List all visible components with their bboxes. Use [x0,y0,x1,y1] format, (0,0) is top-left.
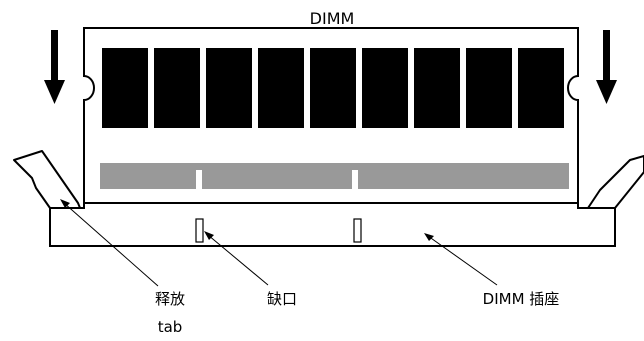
memory-chip [258,48,304,128]
right-release-tab[interactable] [587,155,644,209]
memory-chip [518,48,564,128]
memory-chip [362,48,408,128]
contact-strip [100,163,569,192]
dimm-socket-label: DIMM 插座 [483,290,560,308]
notch-leader-line [207,234,269,286]
module-key-gap [352,170,358,192]
socket-leader-line [427,235,498,286]
module-key-gap [196,170,202,192]
dimm-socket [49,202,616,247]
memory-chip [466,48,512,128]
dimm-title: DIMM [310,9,355,28]
memory-chip [310,48,356,128]
memory-chip [414,48,460,128]
left-down-arrow-icon [44,30,65,104]
memory-chip [206,48,252,128]
memory-chip [154,48,200,128]
socket-notch [353,218,362,243]
socket-notch [195,218,204,243]
release-tab-label: 释放 [155,290,185,308]
memory-chips [102,48,564,128]
memory-chip [102,48,148,128]
left-release-tab[interactable] [13,150,81,209]
leader-lines [60,199,498,287]
right-down-arrow-icon [596,30,617,104]
release-tab-leader-line [63,202,159,287]
release-tab-label-2: tab [158,318,183,336]
notch-label: 缺口 [267,290,297,308]
